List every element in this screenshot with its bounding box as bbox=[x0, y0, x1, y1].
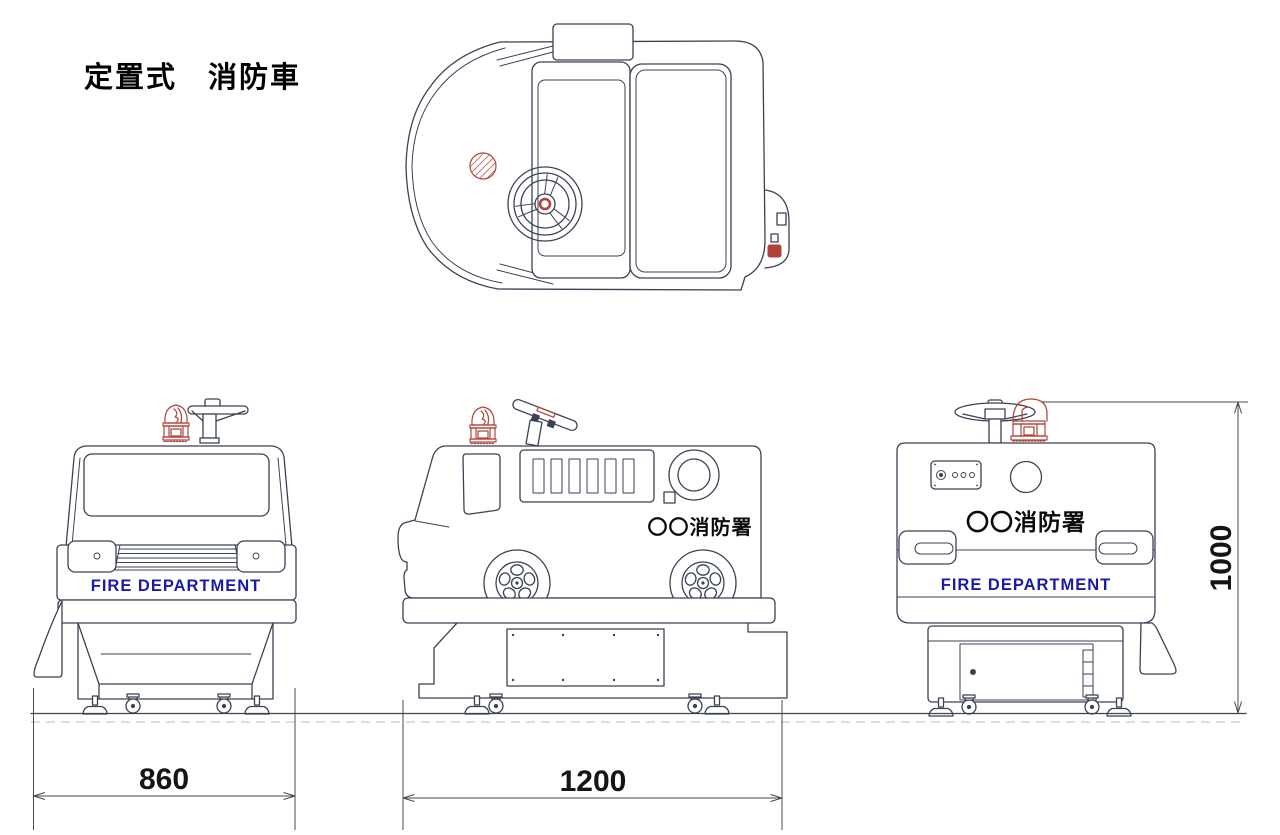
side-view: 〇〇消防署 bbox=[397, 398, 788, 715]
front-under-box bbox=[77, 622, 274, 700]
front-caster-icon bbox=[125, 693, 141, 714]
side-under-box bbox=[418, 622, 788, 699]
top-engine-cover-inner bbox=[635, 69, 727, 273]
front-fire-department-label: FIRE DEPARTMENT bbox=[91, 577, 262, 595]
side-length-value: 1200 bbox=[560, 765, 627, 798]
front-view: FIRE DEPARTMENT bbox=[33, 398, 297, 715]
top-engine-cover bbox=[629, 63, 732, 279]
rear-right-wedge bbox=[1139, 622, 1177, 675]
side-caster-icon bbox=[687, 693, 703, 714]
front-steering-wheel-icon bbox=[187, 398, 249, 444]
rear-caster-icon bbox=[961, 694, 977, 715]
dimension-front-width: 860 bbox=[33, 688, 296, 830]
top-body-inner-line bbox=[411, 47, 506, 284]
dimension-side-length: 1200 bbox=[402, 700, 783, 830]
rear-fire-department-label: FIRE DEPARTMENT bbox=[941, 576, 1112, 594]
top-steering-wheel-icon bbox=[507, 166, 583, 242]
ground-line bbox=[30, 712, 1247, 723]
rear-door-handle bbox=[970, 669, 976, 675]
top-rear-step bbox=[764, 189, 790, 269]
side-fire-station-label: 〇〇消防署 bbox=[648, 515, 753, 539]
side-ladder-icon bbox=[519, 449, 655, 503]
dimension-arrows bbox=[402, 794, 783, 802]
rear-fire-station-label: 〇〇消防署 bbox=[966, 509, 1086, 535]
dimension-arrows bbox=[33, 792, 296, 800]
side-door-window bbox=[462, 453, 501, 515]
front-base-platform bbox=[57, 599, 297, 624]
dimension-arrows bbox=[1234, 401, 1242, 714]
overall-height-value: 1000 bbox=[1205, 525, 1238, 592]
front-beacon-icon bbox=[162, 404, 190, 443]
top-rear-lamp-icon bbox=[767, 244, 782, 258]
side-steering-wheel-icon bbox=[512, 398, 578, 447]
side-base-platform bbox=[402, 597, 776, 624]
dimension-overall-height: 1000 bbox=[1042, 401, 1248, 714]
top-cabin-panel bbox=[531, 61, 631, 279]
front-caster-icon bbox=[216, 693, 232, 714]
top-roof-vent bbox=[552, 23, 634, 61]
front-width-value: 860 bbox=[139, 763, 189, 796]
rear-view: 〇〇消防署 FIRE DEPARTMENT bbox=[896, 398, 1177, 717]
drawing-title: 定置式 消防車 bbox=[84, 62, 302, 94]
side-leveling-foot-icon bbox=[704, 695, 730, 715]
side-leveling-foot-icon bbox=[464, 695, 490, 715]
rear-tail-lights bbox=[898, 530, 1154, 565]
side-beacon-icon bbox=[469, 406, 497, 445]
rear-caster-icon bbox=[1084, 694, 1100, 715]
front-windshield bbox=[83, 453, 270, 517]
side-caster-icon bbox=[488, 693, 504, 714]
rear-steering-wheel-icon bbox=[954, 399, 1036, 444]
rear-port-circle bbox=[1009, 460, 1043, 494]
rear-base-box bbox=[927, 625, 1124, 703]
top-beacon-icon bbox=[469, 152, 497, 180]
top-windshield-pillars bbox=[496, 45, 554, 285]
top-view bbox=[405, 23, 790, 291]
side-cowl-line bbox=[414, 520, 450, 528]
rear-beacon-icon bbox=[1010, 398, 1048, 442]
front-headlights bbox=[67, 540, 286, 573]
front-cab-pillars bbox=[71, 457, 287, 546]
front-left-wedge bbox=[33, 600, 63, 678]
side-hose-reel-icon bbox=[663, 449, 720, 504]
rear-control-panel bbox=[930, 460, 982, 490]
side-access-panel bbox=[506, 628, 665, 687]
